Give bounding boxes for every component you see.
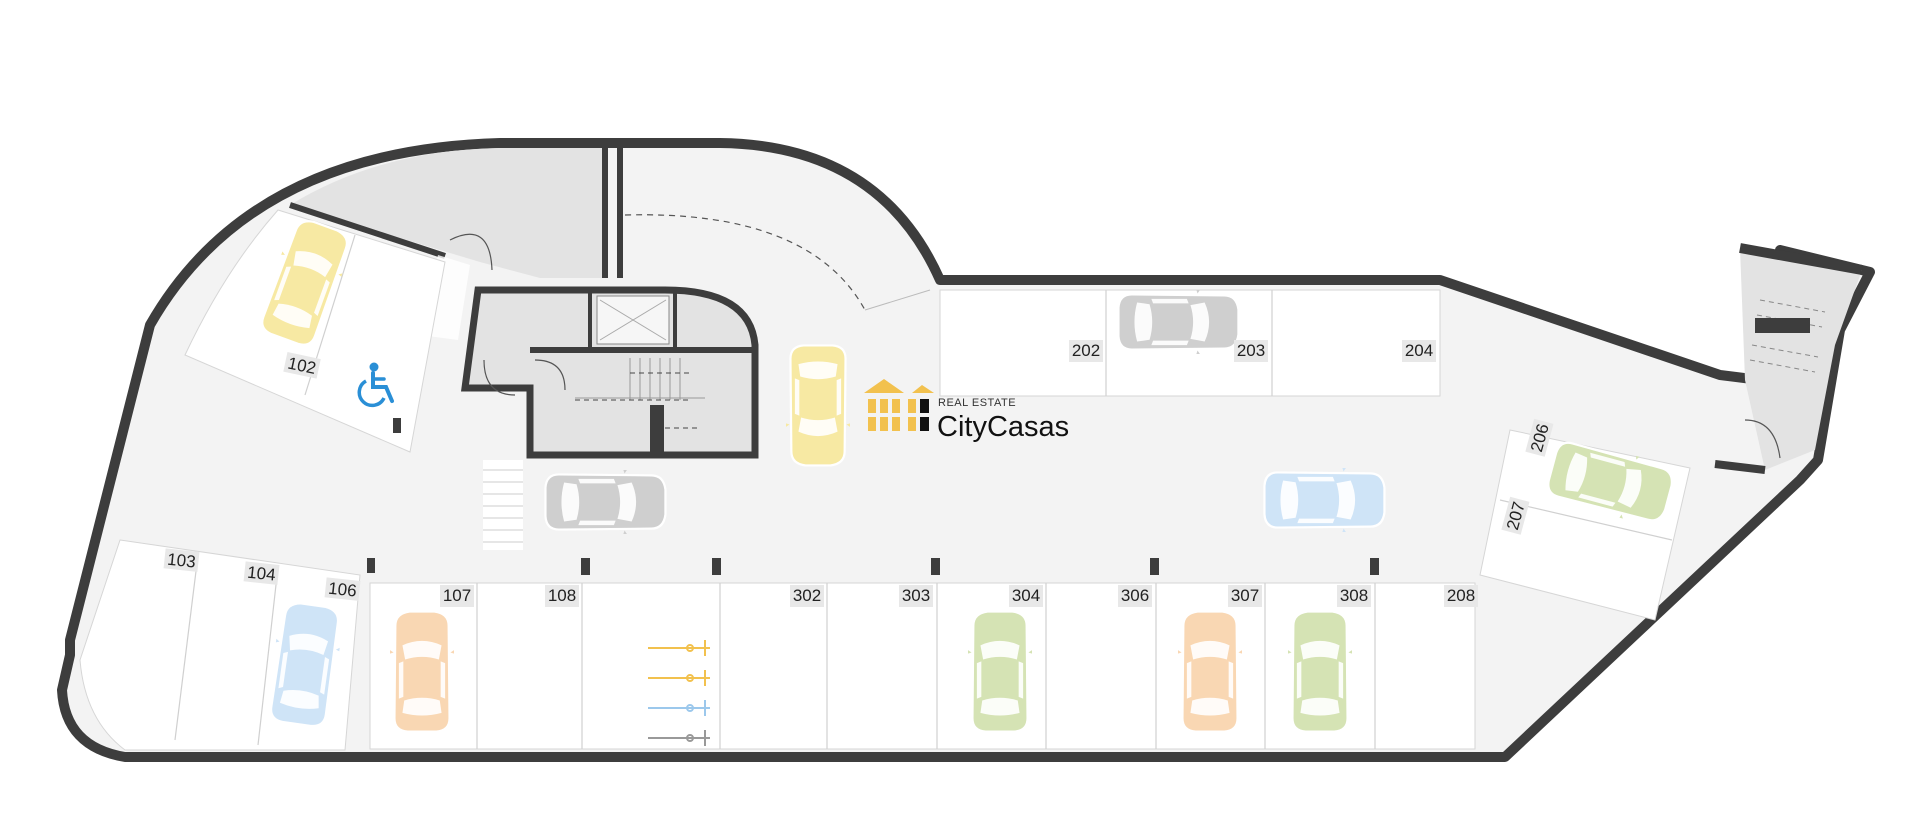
bicycle-icon [648,730,710,746]
building-icon [864,379,934,431]
svg-text:302: 302 [793,586,821,605]
svg-text:303: 303 [902,586,930,605]
wheelchair-icon [357,362,394,408]
svg-text:106: 106 [327,579,357,601]
car-icon [1178,610,1242,733]
car-icon [544,470,667,534]
stairs-icon [575,358,705,429]
door-swing [449,233,493,271]
spot-label-203: 203 [1234,340,1268,362]
columns [367,418,1379,575]
spot-label-103: 103 [163,548,200,572]
spot-label-104: 104 [243,561,280,585]
wall-segment [289,202,446,259]
svg-text:306: 306 [1121,586,1149,605]
bicycle-icon [648,670,710,686]
spot-label-308: 308 [1337,585,1371,607]
car-icon [786,344,850,467]
spot-label-307: 307 [1228,585,1262,607]
svg-text:307: 307 [1231,586,1259,605]
svg-text:203: 203 [1237,341,1265,360]
car-icon [968,610,1032,733]
spot-label-208: 208 [1444,585,1478,607]
spot-label-303: 303 [899,585,933,607]
ramp-edge [864,289,931,311]
ramp-arc [624,214,866,311]
svg-text:204: 204 [1405,341,1433,360]
spot-label-302: 302 [790,585,824,607]
svg-text:107: 107 [443,586,471,605]
spot-label-306: 306 [1118,585,1152,607]
car-icon [390,610,454,733]
brand-tagline: REAL ESTATE [938,397,1016,409]
car-icon [1263,468,1386,532]
car-icon [1117,290,1240,354]
spot-label-204: 204 [1402,340,1436,362]
door-swing [534,359,566,391]
spot-label-107: 107 [440,585,474,607]
wall-segment [650,405,664,455]
spot-label-304: 304 [1009,585,1043,607]
svg-text:308: 308 [1340,586,1368,605]
right-stair-tower [1714,243,1863,474]
car-icon [1288,610,1352,733]
svg-text:104: 104 [246,563,276,585]
spot-label-106: 106 [324,577,361,601]
svg-text:108: 108 [548,586,576,605]
svg-text:103: 103 [166,550,196,572]
door-swing [483,359,516,396]
upper-left-room [290,148,605,278]
bicycle-icon [648,640,710,656]
spot-label-202: 202 [1069,340,1103,362]
spot-label-102: 102 [283,352,321,379]
brand-logo: REAL ESTATE CityCasas [864,379,1069,443]
spot-label-206: 206 [1525,418,1554,457]
svg-text:304: 304 [1012,586,1040,605]
svg-text:202: 202 [1072,341,1100,360]
spot-label-108: 108 [545,585,579,607]
stair-core [461,286,759,459]
brand-name: CityCasas [937,411,1069,443]
bicycle-icon [648,700,710,716]
svg-text:208: 208 [1447,586,1475,605]
